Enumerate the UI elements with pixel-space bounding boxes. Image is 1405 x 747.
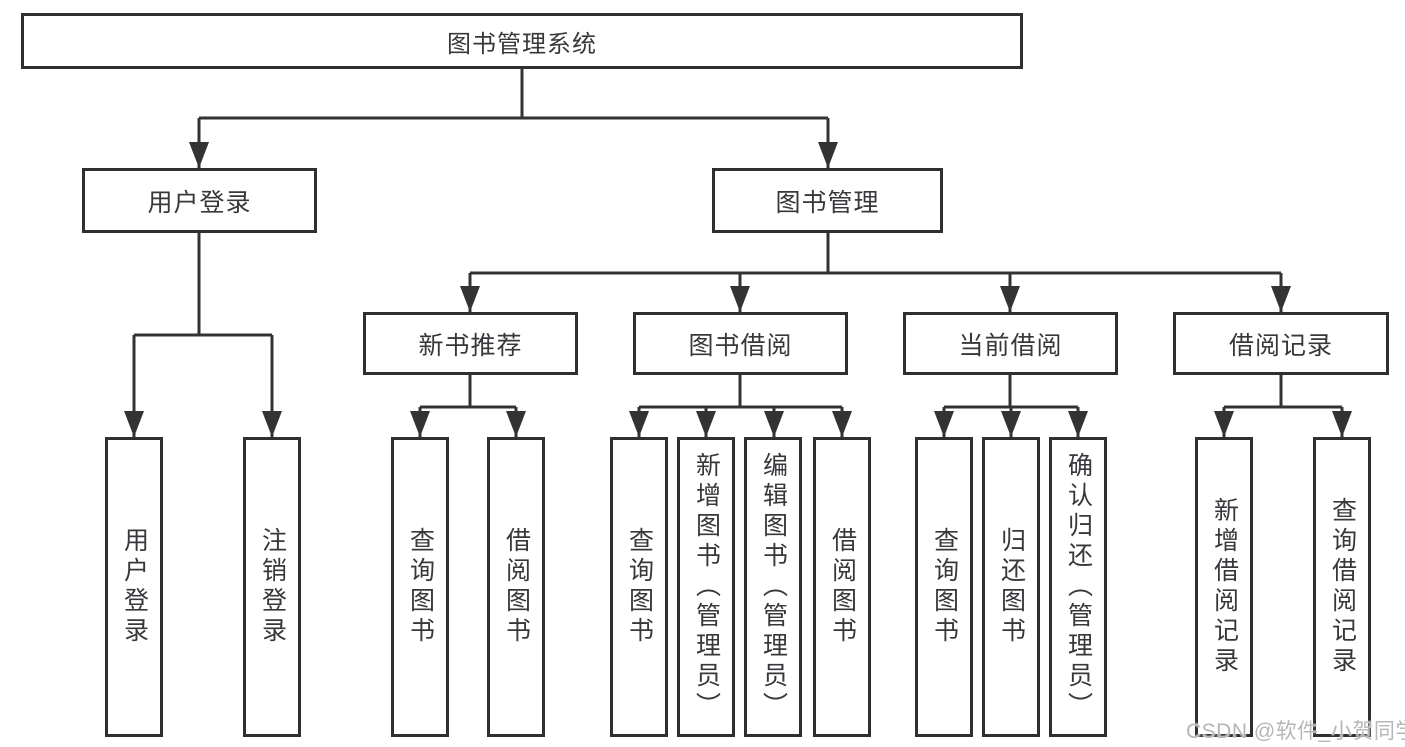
connector-trunks bbox=[134, 69, 1342, 409]
leaf-borrow-books-borrow: 借阅图书 bbox=[813, 437, 871, 737]
leaf-query-books-recommend: 查询图书 bbox=[391, 437, 449, 737]
leaf-borrow-books-borrow-label: 借阅图书 bbox=[828, 527, 857, 647]
leaf-return-books-label: 归还图书 bbox=[997, 527, 1026, 647]
leaf-query-borrow-record-label: 查询借阅记录 bbox=[1328, 497, 1357, 677]
node-user-login: 用户登录 bbox=[82, 168, 317, 233]
leaf-user-login-action: 用户登录 bbox=[105, 437, 163, 737]
leaf-confirm-return-admin: 确认归还（管理员） bbox=[1049, 437, 1107, 737]
leaf-confirm-return-admin-label: 确认归还（管理员） bbox=[1064, 452, 1093, 722]
node-borrow-records-label: 借阅记录 bbox=[1228, 331, 1333, 360]
csdn-watermark: CSDN @软件_小贺同学 bbox=[1186, 720, 1405, 743]
leaf-query-books-borrow: 查询图书 bbox=[610, 437, 668, 737]
leaf-query-books-recommend-label: 查询图书 bbox=[406, 527, 435, 647]
leaf-add-borrow-record: 新增借阅记录 bbox=[1195, 437, 1253, 737]
node-borrow-records: 借阅记录 bbox=[1173, 312, 1389, 375]
node-new-book-recommend-label: 新书推荐 bbox=[418, 331, 523, 360]
node-root-label: 图书管理系统 bbox=[447, 30, 597, 58]
node-new-book-recommend: 新书推荐 bbox=[363, 312, 578, 375]
leaf-logout-action-label: 注销登录 bbox=[258, 527, 287, 647]
leaf-borrow-books-recommend: 借阅图书 bbox=[487, 437, 545, 737]
node-current-borrow: 当前借阅 bbox=[903, 312, 1118, 375]
leaf-query-books-current: 查询图书 bbox=[915, 437, 973, 737]
leaf-add-books-admin: 新增图书（管理员） bbox=[677, 437, 735, 737]
leaf-edit-books-admin-label: 编辑图书（管理员） bbox=[759, 452, 788, 722]
node-root-system: 图书管理系统 bbox=[21, 13, 1023, 69]
leaf-return-books: 归还图书 bbox=[982, 437, 1040, 737]
leaf-query-books-current-label: 查询图书 bbox=[930, 527, 959, 647]
connector-arrows bbox=[124, 118, 1352, 437]
node-current-borrow-label: 当前借阅 bbox=[958, 331, 1063, 360]
node-book-management: 图书管理 bbox=[712, 168, 943, 233]
leaf-add-borrow-record-label: 新增借阅记录 bbox=[1210, 497, 1239, 677]
node-book-management-label: 图书管理 bbox=[775, 188, 880, 217]
leaf-logout-action: 注销登录 bbox=[243, 437, 301, 737]
leaf-query-books-borrow-label: 查询图书 bbox=[625, 527, 654, 647]
leaf-add-books-admin-label: 新增图书（管理员） bbox=[692, 452, 721, 722]
leaf-query-borrow-record: 查询借阅记录 bbox=[1313, 437, 1371, 737]
leaf-borrow-books-recommend-label: 借阅图书 bbox=[502, 527, 531, 647]
leaf-edit-books-admin: 编辑图书（管理员） bbox=[744, 437, 802, 737]
node-user-login-label: 用户登录 bbox=[147, 188, 252, 217]
node-book-borrow: 图书借阅 bbox=[633, 312, 848, 375]
node-book-borrow-label: 图书借阅 bbox=[688, 331, 793, 360]
leaf-user-login-action-label: 用户登录 bbox=[120, 527, 149, 647]
